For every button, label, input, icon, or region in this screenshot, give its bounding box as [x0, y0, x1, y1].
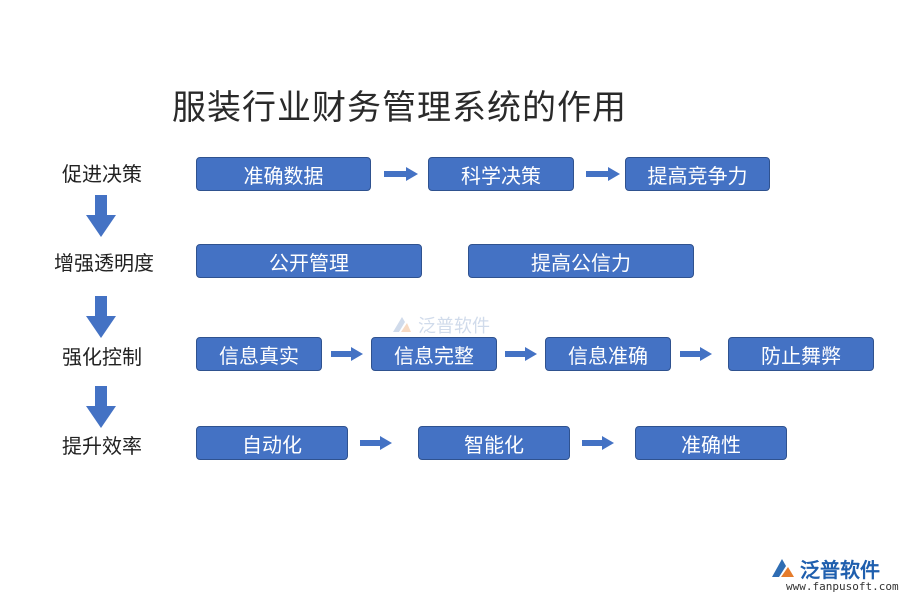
box-intelligence: 智能化	[418, 426, 570, 460]
box-info-accurate: 信息准确	[545, 337, 671, 371]
row-label-decision: 促进决策	[62, 162, 142, 186]
box-open-management: 公开管理	[196, 244, 422, 278]
brand-logo: 泛普软件	[770, 554, 880, 583]
arrow-right-icon	[582, 436, 614, 450]
box-accuracy: 准确性	[635, 426, 787, 460]
box-accurate-data: 准确数据	[196, 157, 371, 191]
arrow-down-icon	[86, 386, 116, 428]
box-info-true: 信息真实	[196, 337, 322, 371]
box-scientific-decision: 科学决策	[428, 157, 574, 191]
row-label-control: 强化控制	[62, 345, 142, 369]
brand-name: 泛普软件	[800, 558, 880, 582]
arrow-right-icon	[586, 167, 620, 181]
fanpu-logo-icon	[393, 317, 411, 332]
arrow-down-icon	[86, 195, 116, 237]
arrow-right-icon	[384, 167, 418, 181]
box-automation: 自动化	[196, 426, 348, 460]
diagram-title: 服装行业财务管理系统的作用	[172, 88, 627, 128]
box-prevent-fraud: 防止舞弊	[728, 337, 874, 371]
watermark-text: 泛普软件	[418, 316, 490, 337]
box-competitiveness: 提高竞争力	[625, 157, 770, 191]
fanpu-logo-icon	[772, 558, 794, 577]
box-credibility: 提高公信力	[468, 244, 694, 278]
row-label-efficiency: 提升效率	[62, 434, 142, 458]
watermark: 泛普软件	[390, 312, 490, 338]
arrow-right-icon	[680, 347, 712, 361]
arrow-right-icon	[360, 436, 392, 450]
brand-url: www.fanpusoft.com	[786, 580, 899, 593]
arrow-right-icon	[505, 347, 537, 361]
arrow-right-icon	[331, 347, 363, 361]
row-label-transparency: 增强透明度	[54, 251, 154, 275]
arrow-down-icon	[86, 296, 116, 338]
box-info-complete: 信息完整	[371, 337, 497, 371]
